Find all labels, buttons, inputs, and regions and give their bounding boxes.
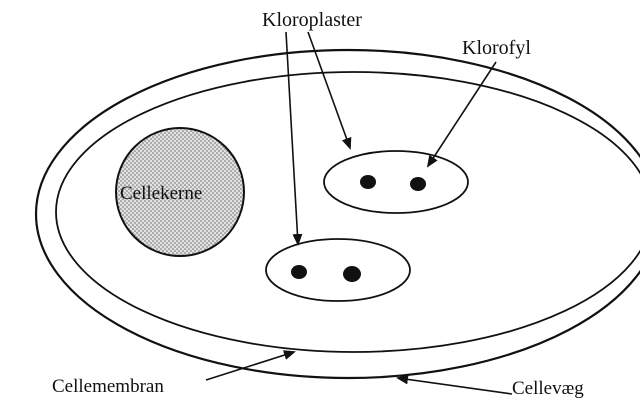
arrow-cell-membrane <box>206 352 294 380</box>
chloroplast-upper <box>324 151 468 213</box>
chloroplast-lower <box>266 239 410 301</box>
arrow-chloroplasts-lower <box>286 32 298 244</box>
chlorophyll-dot <box>343 266 361 282</box>
label-cell-wall: Cellevæg <box>512 378 584 399</box>
label-nucleus: Cellekerne <box>120 183 202 204</box>
label-chlorophyll: Klorofyl <box>462 37 531 59</box>
arrow-cell-wall <box>398 378 512 394</box>
label-chloroplasts: Kloroplaster <box>262 9 362 31</box>
chlorophyll-dot <box>291 265 307 279</box>
chlorophyll-dot <box>360 175 376 189</box>
label-cell-membrane: Cellemembran <box>52 376 164 397</box>
chlorophyll-dot <box>410 177 426 191</box>
